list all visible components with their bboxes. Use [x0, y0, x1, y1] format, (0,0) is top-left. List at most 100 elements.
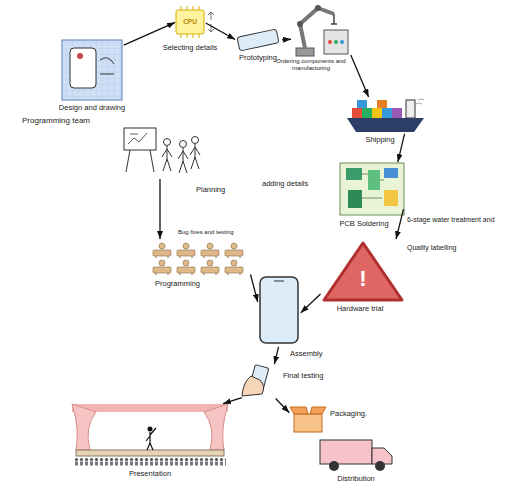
flow-arrow — [159, 179, 160, 239]
design-sheet — [100, 58, 114, 74]
process-step: Programming — [150, 240, 250, 276]
robot-arm — [300, 8, 334, 48]
cargo-ship — [406, 100, 415, 118]
process-step: !Hardware trial — [322, 240, 404, 302]
package-box — [294, 414, 322, 432]
programmer-desks — [201, 243, 219, 258]
note-label: adding details — [262, 180, 308, 189]
note-label: 6-stage water treatment and — [407, 216, 495, 224]
cargo-ship — [347, 118, 424, 132]
design-sheet — [62, 40, 122, 100]
pcb-board — [384, 168, 398, 178]
delivery-truck — [329, 461, 339, 471]
robot-arm — [340, 40, 344, 44]
hand-holding-phone — [242, 376, 264, 396]
step-label: Distribution — [337, 475, 375, 484]
process-step: Planning — [120, 125, 200, 177]
robot-arm — [315, 5, 321, 11]
process-step: Presentation — [70, 404, 230, 466]
cpu-chip — [176, 10, 204, 34]
step-label: Assembly — [290, 350, 323, 359]
pcb-board — [348, 190, 362, 208]
delivery-truck — [320, 440, 392, 471]
process-step: Distribution — [318, 438, 394, 472]
presentation-stage — [72, 404, 228, 412]
process-step: Prototyping — [236, 30, 280, 50]
robot-arm — [334, 40, 338, 44]
pcb-board — [368, 170, 380, 190]
process-step: Final testing — [240, 365, 278, 397]
robot-arm — [297, 21, 303, 27]
cargo-ship — [392, 108, 402, 118]
robot-arm — [331, 14, 337, 24]
programmer-desks — [225, 243, 243, 258]
flow-arrow — [301, 294, 321, 313]
planning-team — [190, 137, 200, 170]
package-box — [290, 407, 326, 432]
process-step: Ordering components and manufacturing — [292, 0, 350, 56]
robot-arm — [296, 48, 314, 56]
warning-triangle — [324, 243, 402, 300]
note-label: Bug fixes and testing — [178, 229, 234, 236]
delivery-truck — [375, 461, 385, 471]
flow-arrow — [282, 39, 291, 41]
flow-arrow — [206, 23, 235, 40]
flow-arrow — [398, 134, 405, 162]
step-label: PCB Soldering — [339, 220, 388, 229]
design-sheet — [77, 53, 83, 59]
assembled-phone — [260, 277, 298, 343]
flow-arrow — [124, 22, 175, 45]
cpu-chip — [176, 6, 214, 38]
presentation-stage — [146, 428, 156, 450]
cpu-chip — [208, 12, 214, 32]
cargo-ship — [362, 108, 372, 118]
presentation-stage — [204, 404, 228, 450]
icon-text: ! — [359, 266, 366, 291]
step-label: Prototyping — [239, 54, 277, 63]
robot-arm — [324, 30, 348, 54]
presentation-stage — [148, 427, 153, 432]
programmer-desks — [153, 243, 243, 275]
cargo-ship — [352, 108, 362, 118]
flow-arrow — [351, 55, 369, 97]
flow-arrow — [276, 398, 290, 412]
cargo-ship — [377, 100, 387, 108]
step-label: Shipping — [365, 136, 394, 145]
assembled-phone — [274, 281, 284, 282]
step-label: Hardware trial — [337, 305, 384, 314]
presentation-stage — [74, 457, 226, 466]
robot-arm — [328, 40, 332, 44]
prototype-phone — [237, 29, 279, 51]
cargo-ship — [382, 108, 392, 118]
process-step: Packaging. — [290, 405, 326, 433]
step-label: Programming — [155, 280, 200, 289]
step-label: Ordering components and manufacturing — [274, 58, 348, 72]
flow-arrow — [251, 274, 258, 302]
step-label: Packaging. — [330, 410, 367, 419]
delivery-truck — [320, 440, 372, 464]
step-label: Presentation — [129, 470, 171, 479]
pcb-board — [384, 190, 398, 206]
presentation-stage — [72, 404, 228, 466]
pcb-board — [340, 163, 404, 215]
presentation-stage — [72, 404, 96, 450]
planning-team — [178, 141, 188, 174]
process-step: CPUSelecting details — [176, 10, 204, 34]
pcb-board — [362, 174, 384, 198]
cargo-ship — [372, 108, 382, 118]
cargo-ship — [347, 99, 424, 132]
hand-holding-phone — [242, 365, 269, 396]
warning-triangle — [324, 243, 402, 300]
process-step: PCB Soldering — [340, 163, 404, 215]
package-box — [290, 407, 326, 414]
design-sheet — [62, 40, 122, 100]
process-step: Design and drawing — [62, 40, 122, 100]
programmer-desks — [153, 243, 171, 258]
planning-team — [162, 139, 172, 172]
step-label: Final testing — [283, 372, 323, 381]
presentation-stage — [76, 450, 224, 456]
programmer-desks — [153, 260, 171, 275]
flow-arrow — [223, 398, 242, 404]
icon-text: CPU — [183, 18, 197, 25]
